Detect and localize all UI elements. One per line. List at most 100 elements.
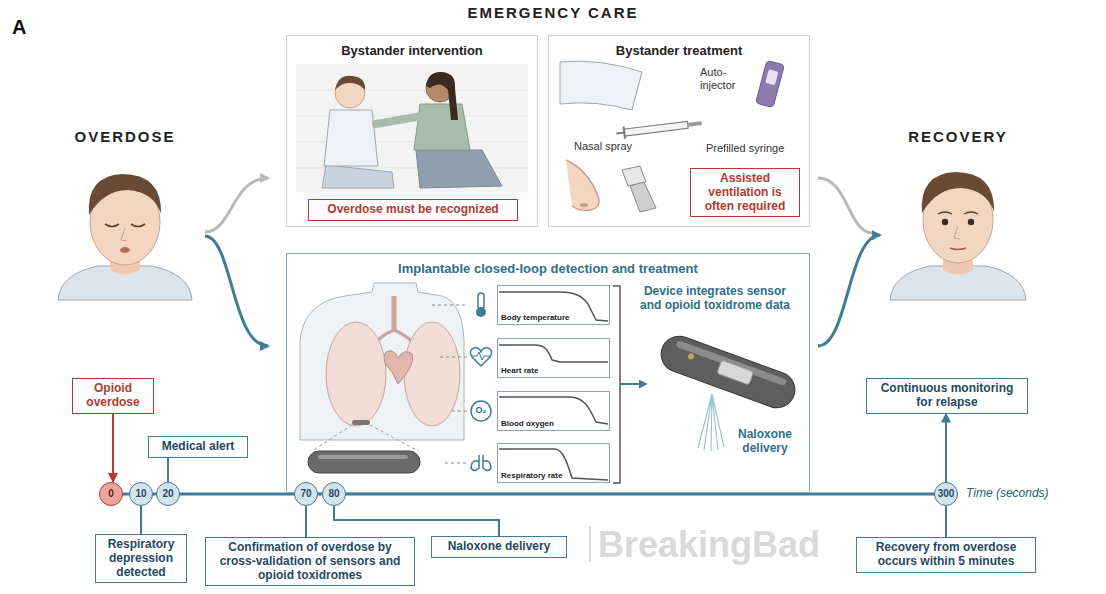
panel-heading: Implantable closed-loop detection and tr… — [286, 261, 810, 277]
treatment-scene — [616, 117, 703, 139]
vital-chart: Heart rate — [497, 338, 610, 378]
node-text: Overdose must be recognized — [313, 203, 513, 217]
bystander-scene — [426, 74, 454, 102]
torso-lungs — [300, 283, 464, 473]
timeline-box: Naloxone delivery — [431, 536, 567, 558]
watermark-bar — [589, 526, 591, 562]
node-text: Naloxone delivery — [437, 540, 561, 554]
vital-trace — [499, 449, 608, 480]
figure-title: EMERGENCY CARE — [0, 4, 1106, 21]
treatment-scene — [560, 61, 642, 110]
treatment-scene — [765, 69, 778, 85]
recovery-face — [954, 226, 960, 239]
overdose-face — [58, 174, 192, 300]
bystander-scene — [296, 90, 528, 168]
recovery-face — [890, 266, 1026, 300]
bystander-scene — [335, 76, 365, 90]
timeline-box: Respiratory depression detected — [95, 534, 187, 583]
part-label: Nasal spray — [574, 140, 654, 153]
timeline-connector — [112, 414, 114, 482]
timeline-box: Medical alert — [148, 436, 248, 458]
device-note: Naloxone delivery — [725, 428, 805, 456]
event-box: Opioid overdose — [72, 378, 154, 414]
node-text: Respiratory depression detected — [101, 538, 181, 579]
flow-arrow — [818, 178, 872, 233]
sensor-icon — [476, 307, 486, 317]
node-text: Heart rate — [501, 367, 538, 375]
time-marker: 70 — [294, 482, 318, 506]
recovery-face — [923, 177, 993, 263]
time-marker: 80 — [322, 482, 346, 506]
node-text: 70 — [300, 489, 311, 499]
part-label: Prefilled syringe — [706, 142, 806, 155]
treatment-scene — [622, 166, 646, 186]
treatment-scene — [688, 121, 702, 127]
bystander-scene — [376, 116, 422, 124]
node-text: 80 — [328, 489, 339, 499]
sensor-icon — [471, 455, 491, 471]
overdose-face — [120, 247, 130, 253]
flow-arrow — [205, 236, 268, 346]
sensor-icon — [470, 348, 491, 366]
torso-lungs — [326, 322, 386, 426]
torso-lungs — [384, 351, 413, 384]
vital-chart: Body temperature — [497, 285, 610, 325]
torso-lungs — [300, 283, 464, 440]
naloxone-spray — [698, 394, 724, 451]
node-text: Opioid overdose — [78, 382, 148, 410]
overdose-face — [131, 224, 145, 227]
stage-heading: OVERDOSE — [60, 128, 190, 145]
timeline-connector — [945, 506, 947, 537]
node-text: Medical alert — [154, 440, 242, 454]
recovery-face — [922, 172, 994, 213]
node-text: Assisted ventilation is often required — [695, 172, 795, 213]
time-marker: 0 — [99, 482, 123, 506]
vital-trace — [499, 292, 608, 480]
device-note: Device integrates sensor and opioid toxi… — [640, 285, 790, 313]
panel-heading: Bystander intervention — [286, 43, 538, 59]
treatment-scene — [616, 127, 625, 140]
overdose-face — [121, 228, 127, 241]
recovery-face — [942, 219, 948, 225]
leader-line — [432, 305, 468, 463]
timeline-box: Recovery from overdose occurs within 5 m… — [856, 537, 1036, 573]
axis-label: Time (seconds) — [966, 486, 1086, 500]
sensor-icon — [470, 293, 491, 471]
bystander-scene — [296, 64, 528, 192]
time-marker: 20 — [156, 482, 180, 506]
node-text: 0 — [108, 489, 114, 499]
node-text: 20 — [162, 489, 173, 499]
vital-trace — [499, 345, 608, 362]
treatment-scene — [756, 60, 785, 107]
torso-lungs — [392, 296, 397, 330]
bystander-scene — [416, 150, 502, 188]
watermark: BreakingBad — [598, 524, 898, 566]
torso-lungs — [372, 330, 416, 346]
implant-device — [717, 360, 754, 385]
torso-lungs — [318, 455, 408, 459]
timeline-connector — [305, 506, 307, 537]
implant-device — [687, 353, 695, 361]
leader-line — [432, 305, 468, 463]
timeline-box: Confirmation of overdose by cross-valida… — [205, 537, 415, 586]
node-text: 10 — [135, 489, 146, 499]
recovery-face — [938, 212, 952, 214]
overdose-face — [89, 174, 161, 215]
panel-letter: A — [12, 16, 42, 39]
bystander-scene — [414, 104, 470, 150]
overdose-face — [110, 250, 140, 275]
bystander-scene — [296, 64, 528, 192]
vital-chart: Blood oxygen — [497, 391, 610, 431]
node-text: Respiratory rate — [501, 472, 562, 480]
timeline-connector — [167, 458, 169, 482]
icon-label: O₂ — [471, 406, 491, 415]
bystander-scene — [322, 165, 394, 188]
implant-device — [656, 331, 800, 413]
treatment-scene — [624, 121, 688, 136]
timeline-connector — [140, 506, 142, 534]
recovery-face — [964, 212, 978, 214]
part-label: Auto-injector — [700, 66, 748, 92]
scene-panel: Assisted ventilation is often requiredBy… — [548, 35, 810, 227]
implant-device — [676, 340, 787, 386]
